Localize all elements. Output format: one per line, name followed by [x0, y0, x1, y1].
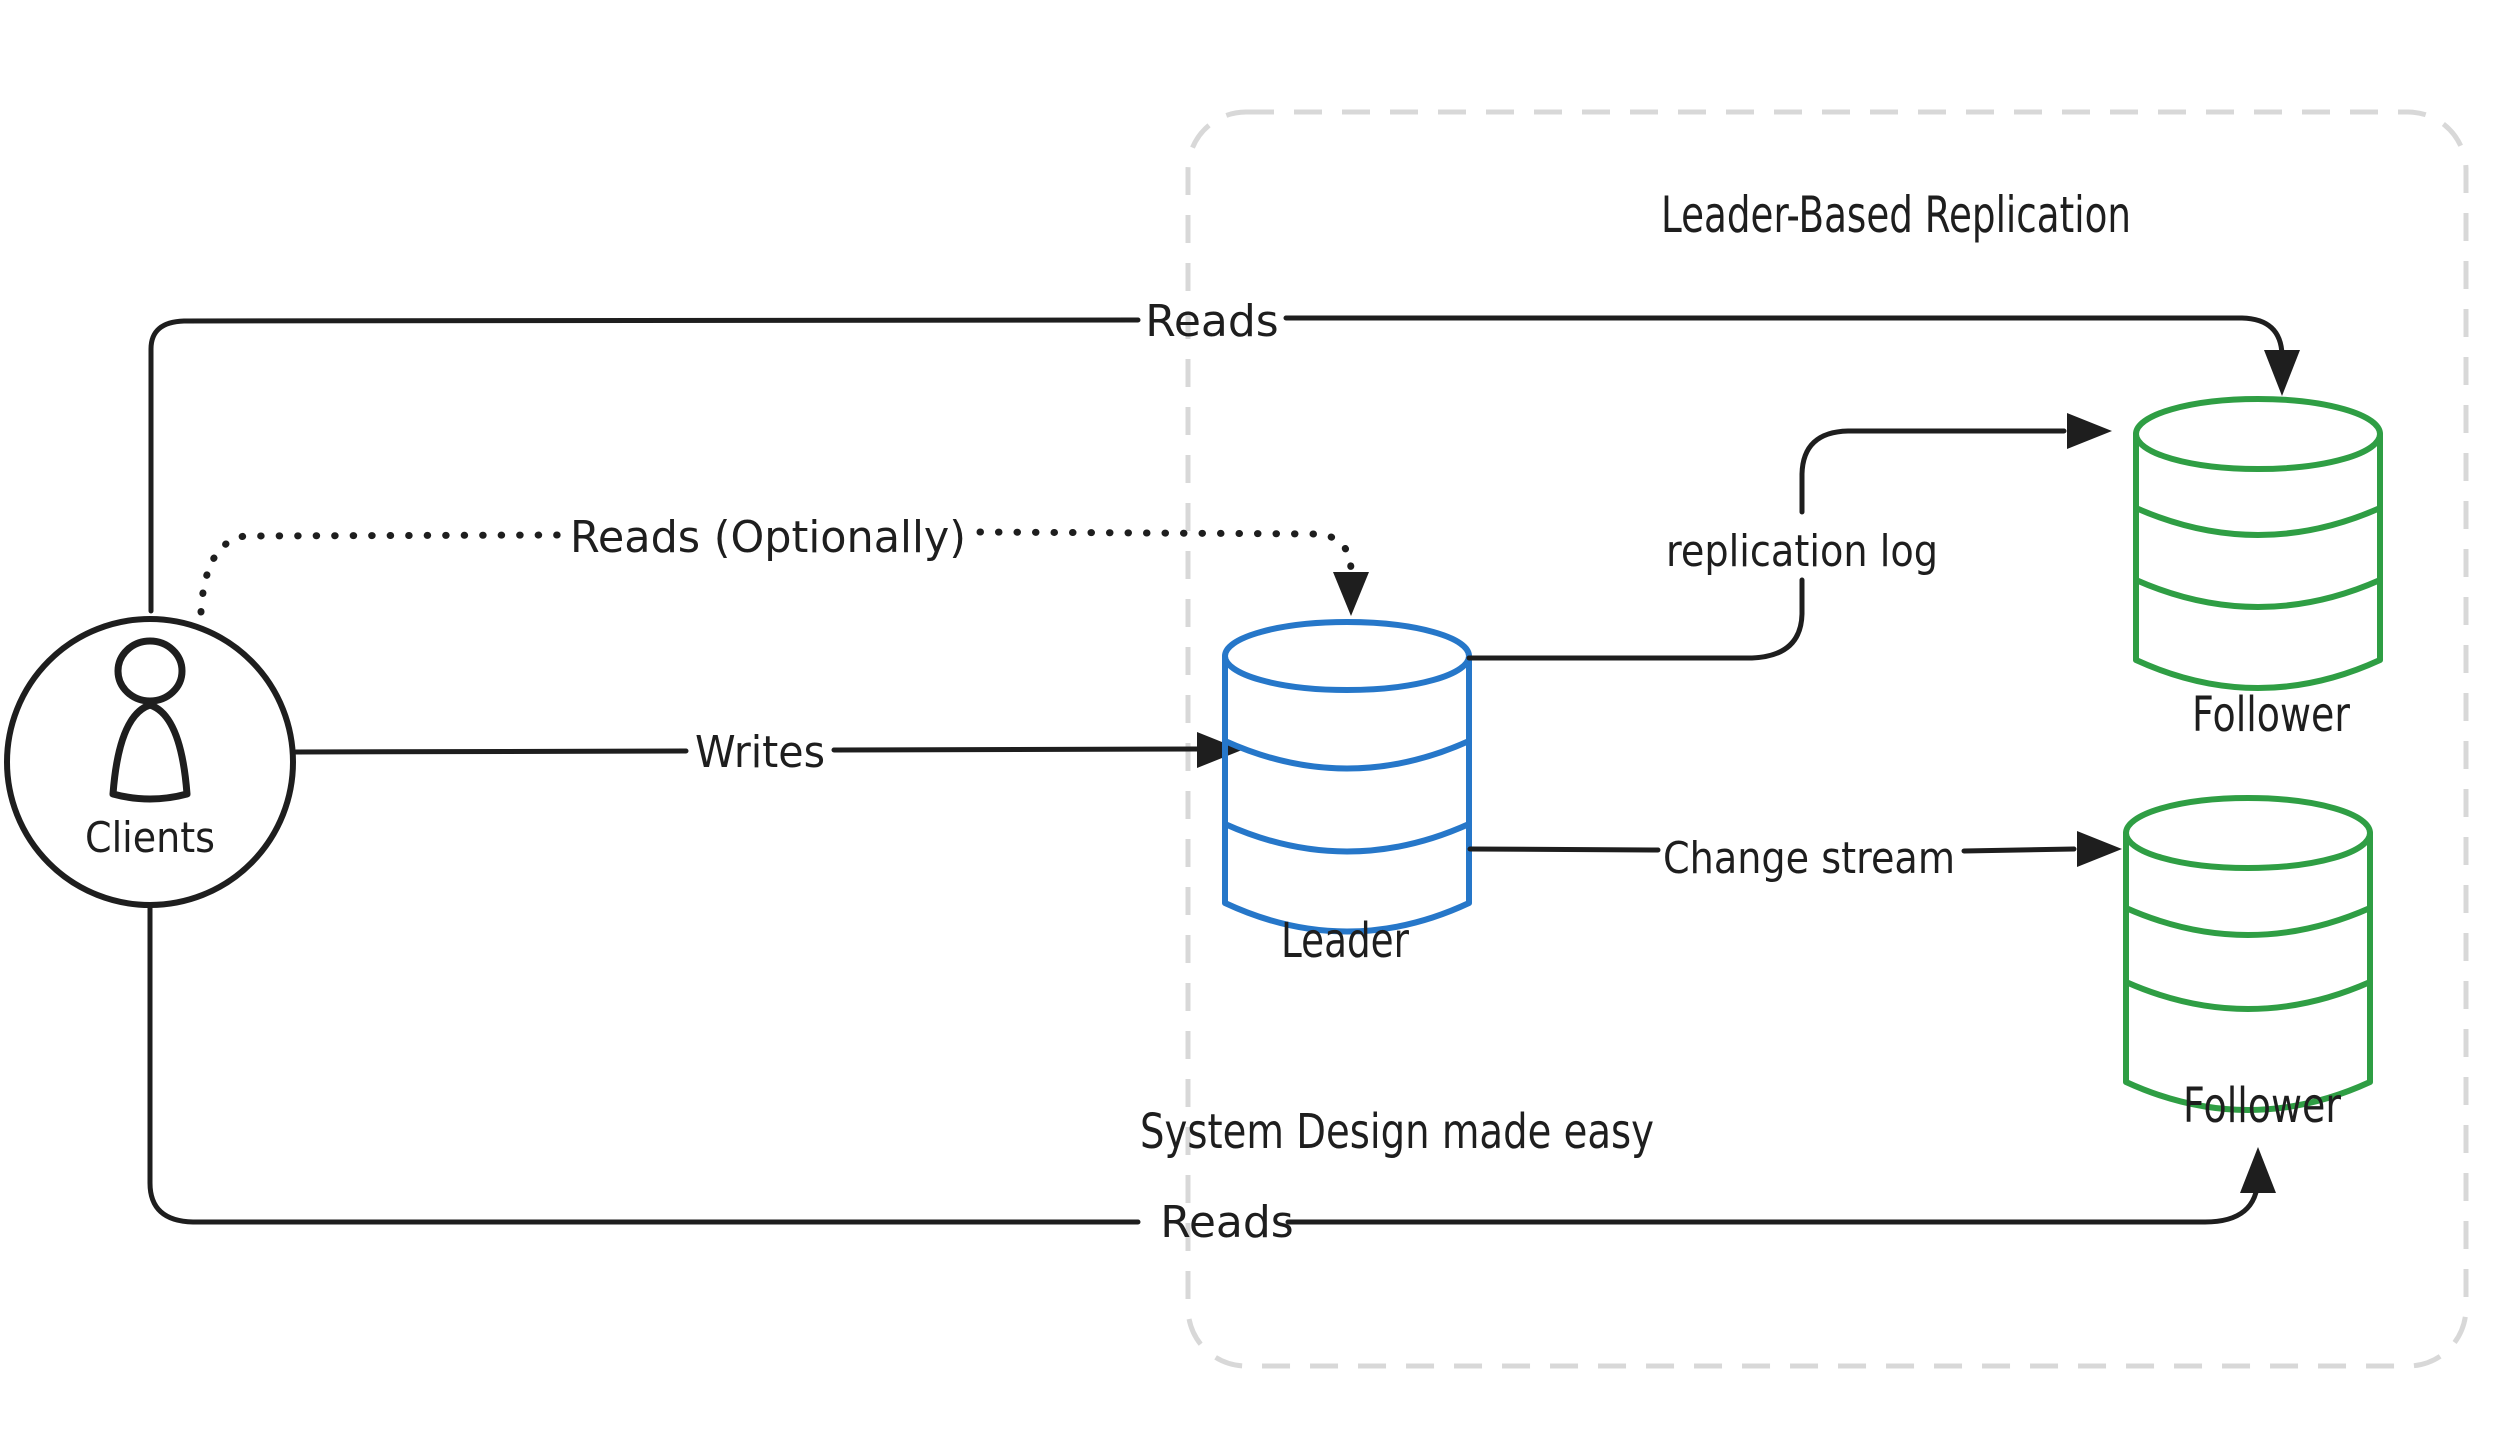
arrow-line: [1283, 315, 2285, 389]
follower-bottom-label: Follower: [2183, 1078, 2341, 1134]
arrow-line: [1466, 577, 1805, 661]
reads-top-arrow: Reads: [148, 296, 2300, 614]
person-body: [109, 701, 191, 803]
person-head: [114, 637, 186, 705]
database-icon: [1222, 619, 1472, 935]
reads-optional-arrow: Reads (Optionally): [197, 512, 1369, 616]
arrow-line: [1961, 846, 2077, 854]
cylinder-top: [1222, 619, 1472, 693]
follower-top-label: Follower: [2192, 687, 2350, 743]
database-icon: [2123, 795, 2373, 1113]
cylinder-body: [2123, 830, 2373, 1113]
replication-log-arrow: replication log: [1466, 413, 2112, 661]
arrow-line: [148, 317, 1141, 614]
arrow-line-dotted: [197, 531, 562, 616]
arrow-line: [1467, 846, 1661, 853]
follower-top-db: Follower: [2133, 396, 2383, 743]
cylinder-band: [1222, 738, 1472, 772]
arrowhead-up-icon: [2240, 1147, 2276, 1193]
writes-label: Writes: [695, 727, 825, 778]
reads-top-label: Reads: [1145, 296, 1278, 347]
reads-optional-label: Reads (Optionally): [570, 512, 966, 563]
arrowhead-down-icon: [1333, 572, 1369, 616]
arrow-line: [1799, 428, 2067, 515]
database-icon: [2133, 396, 2383, 691]
cylinder-top: [2133, 396, 2383, 472]
arrow-line: [831, 746, 1201, 753]
arrow-line: [1285, 1159, 2261, 1225]
follower-bottom-db: Follower: [2123, 795, 2373, 1134]
cylinder-body: [1222, 653, 1472, 935]
clients-circle: [4, 616, 296, 908]
clients-label: Clients: [85, 813, 215, 862]
cylinder-band: [1222, 821, 1472, 855]
arrowhead-right-icon: [2067, 413, 2112, 449]
change-stream-label: Change stream: [1663, 833, 1955, 884]
arrowhead-right-icon: [2077, 831, 2122, 867]
change-stream-arrow: Change stream: [1467, 831, 2122, 884]
clients-node: Clients: [4, 616, 296, 908]
arrow-line: [147, 903, 1141, 1225]
leader-db: Leader: [1222, 619, 1472, 969]
writes-arrow: Writes: [293, 727, 1242, 778]
person-icon: [109, 637, 191, 803]
cylinder-band: [2133, 577, 2383, 610]
diagram-title: Leader-Based Replication: [1661, 186, 2131, 244]
arrow-line: [293, 748, 689, 755]
reads-bottom-arrow: Reads: [147, 903, 2276, 1248]
cylinder-top: [2123, 795, 2373, 871]
reads-bottom-label: Reads: [1160, 1197, 1293, 1248]
arrow-line-dotted: [976, 528, 1355, 586]
arrowhead-down-icon: [2264, 350, 2300, 396]
watermark: System Design made easy: [1140, 1104, 1654, 1160]
cylinder-band: [2123, 905, 2373, 938]
cylinder-band: [2133, 505, 2383, 538]
replication-group-frame: [1185, 109, 2469, 1369]
cylinder-body: [2133, 431, 2383, 691]
leader-label: Leader: [1281, 913, 1409, 969]
arrowhead-right-icon: [1197, 732, 1242, 768]
cylinder-band: [2123, 979, 2373, 1012]
replication-log-label: replication log: [1666, 526, 1938, 577]
